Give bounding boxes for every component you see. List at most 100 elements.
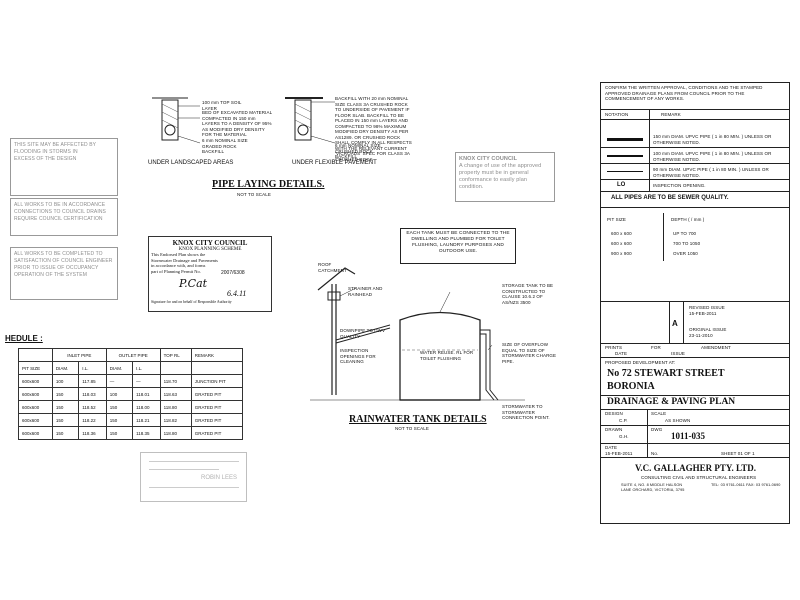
table-header: REMARK [190,348,244,362]
endorsed-signature: P.Cat [179,277,208,290]
table-cell: GRATED PIT [190,413,244,427]
pit-header: DEPTH ( / mm ) [671,217,705,222]
stamp-line: PRIOR TO ISSUE OF OCCUPANCY [14,265,99,271]
label-stormwater: STORMWATER TO STORMWATER CONNECTION POIN… [502,404,550,420]
pipe-trench-sections [152,97,336,144]
revised-issue: REVISED ISSUE [689,305,725,310]
table-header: TOP RL [159,348,192,362]
pavement-note-1: BACKFILL WITH 20 mm NOMINAL SIZE CLASS 3… [335,96,412,162]
company-subtitle: CONSULTING CIVIL AND STRUCTURAL ENGINEER… [641,475,757,480]
council-stamp-right: KNOX CITY COUNCIL A change of use of the… [455,152,555,202]
schedule-table: INLET PIPE OUTLET PIPE TOP RL REMARK PIT… [18,348,244,440]
table-row: PIT SIZE DIAM. I.L. DIAM. I.L. [18,361,244,375]
table-cell: 118.01 [132,387,161,401]
rev-header: DATE [615,351,628,356]
divider [601,179,789,180]
pit-header: PIT SIZE [607,217,626,222]
legend-line-100 [607,155,643,157]
stamp-line: REQUIRE COUNCIL CERTIFICATION [14,216,103,222]
stamp-line: ALL WORKS TO BE IN ACCORDANCE [14,202,106,208]
table-cell: 118.35 [132,426,161,440]
divider [601,443,789,444]
rainwater-tank-drawing [310,267,525,401]
scale-label: SCALE [651,411,667,416]
label-overflow: SIZE OF OVERFLOW EQUAL TO SIZE OF STORMW… [502,342,557,364]
endorsed-subtitle: KNOX PLANNING SCHEME [178,247,242,252]
pit-cell: 600 x 600 [611,241,632,246]
legend-lo-text: INSPECTION OPENING. [653,183,706,188]
company-address: SUITE 4, NO. 8 MIDDLE HALSON LANE ORCHAR… [621,483,685,492]
table-cell [18,348,53,362]
rainwater-subtitle: NOT TO SCALE [395,426,429,431]
landscaped-note-3: 6 mm NOMINAL SIZE GRADED ROCK BACKFILL [202,138,248,154]
label-strainer: STRAINER AND RAINHEAD [348,286,383,297]
original-issue: ORIGINAL ISSUE [689,327,727,332]
pavement-note-2: 6 mm NOMINAL SIZE CRUSHED ROCK BACKFILL [335,143,381,159]
divider [601,147,789,148]
table-cell: 600x600 [18,374,53,388]
pit-cell: 900 x 900 [611,251,632,256]
stamp-line: SATISFACTION OF COUNCIL ENGINEER [14,258,113,264]
table-cell: 118.03 [78,387,107,401]
table-cell: 118.80 [159,426,192,440]
landscaped-note-1: 100 mm TOP SOIL LAYER [202,100,242,111]
design-label: DESIGN [605,411,623,416]
rev-header: AMENDMENT [701,345,731,350]
address-line-1: No 72 STEWART STREET [607,368,725,379]
divider [601,357,789,358]
table-header: INLET PIPE [51,348,107,362]
stamp-line: ALL WORKS TO BE COMPLETED TO [14,251,103,257]
table-header: I.L. [78,361,107,375]
drawn-value: G.H. [619,434,629,439]
pipe-laying-title: PIPE LAYING DETAILS. [212,179,325,190]
table-cell: 100 [105,387,134,401]
table-cell: GRATED PIT [190,400,244,414]
endorsed-permit: 2007/6308 [221,270,245,276]
stamp-smudge [149,487,239,488]
endorsed-footer: Signature for and on behalf of Responsib… [151,300,232,304]
legend-text: 90 mm DIAM. UPVC PIPE ( 1 in 80 MIN. ) U… [653,167,769,178]
endorsed-line: part of Planning Permit No. [151,268,201,274]
table-header [190,361,244,375]
divider [683,301,684,343]
divider [663,213,664,261]
date-label: DATE [605,445,618,450]
table-cell: JUNCTION PIT [190,374,244,388]
schedule-title: HEDULE : [5,334,43,343]
stamp-line: EXCESS OF THE DESIGN [14,156,77,162]
table-cell: 118.70 [159,374,192,388]
endorsed-date: 6.4.11 [227,289,247,298]
council-stamp-left-3: ALL WORKS TO BE COMPLETED TO SATISFACTIO… [10,247,118,300]
endorsed-line: Stormwater Drainage and Pavements [151,257,218,263]
table-header [159,361,192,375]
table-cell: 150 [51,426,80,440]
scale-value: AS SHOWN [665,418,691,423]
divider [601,343,789,344]
table-cell: 600x600 [18,426,53,440]
address-line-2: BORONIA [607,381,655,392]
table-cell: 118.63 [159,387,192,401]
stamp-line: conformance to easily plan [459,177,528,183]
stamp-line: OPERATION OF THE SYSTEM [14,272,87,278]
no-label: No. [651,451,659,456]
label-downpipe: DOWNPIPE TO DWV QUALITY [340,328,386,339]
proposed-label: PROPOSED DEVELOPMENT AT: [605,360,676,365]
divider [601,301,789,302]
original-date: 23-11-2010 [689,333,713,338]
table-cell: 118.80 [159,400,192,414]
table-cell: GRATED PIT [190,426,244,440]
pit-cell: 600 x 600 [611,231,632,236]
table-cell: 118.00 [132,400,161,414]
table-cell: 150 [105,413,134,427]
table-cell: 150 [105,400,134,414]
label-inspection: INSPECTION OPENINGS FOR CLEANING [340,348,376,364]
table-cell: 118.52 [78,400,107,414]
divider [601,119,789,120]
legend-text: 100 mm DIAM. UPVC PIPE ( 1 in 80 MIN. ) … [653,151,772,162]
table-header: DIAM. [105,361,134,375]
legend-line-90 [607,171,643,172]
bottom-stamp-name: ROBIN LEES [201,475,238,481]
drawn-label: DRAWN [605,427,623,432]
